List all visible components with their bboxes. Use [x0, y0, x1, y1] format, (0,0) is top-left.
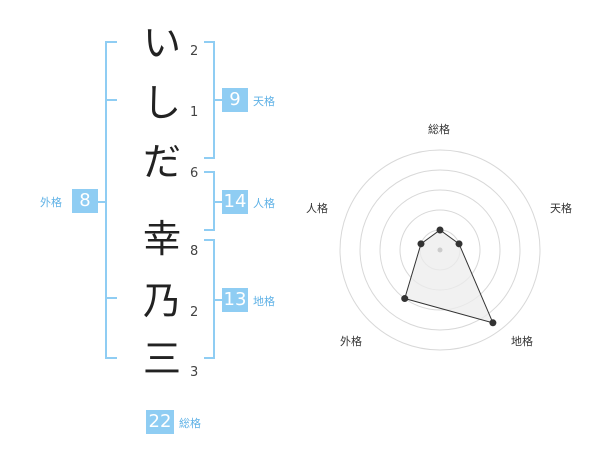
name-char-3: だ — [143, 140, 182, 184]
gaikaku-label: 外格 — [40, 196, 62, 209]
tenkaku-value-badge: 9 — [222, 88, 248, 112]
stroke-count-2: 1 — [190, 105, 199, 120]
gaikaku-bracket — [105, 41, 117, 359]
radar-axis-label-jinkaku: 人格 — [306, 202, 328, 215]
stroke-count-1: 2 — [190, 44, 199, 59]
gaikaku-value-badge: 8 — [72, 189, 98, 213]
chikaku-label: 地格 — [253, 295, 275, 308]
radar-axis-label-soukaku: 総格 — [428, 123, 450, 136]
radar-point-3 — [489, 319, 497, 327]
radar-data-polygon — [404, 229, 494, 324]
jinkaku-value-badge: 14 — [222, 190, 248, 214]
name-char-2: し — [143, 81, 182, 125]
stroke-count-3: 6 — [190, 166, 199, 181]
stroke-count-6: 3 — [190, 365, 199, 380]
name-char-4: 幸 — [143, 217, 182, 261]
soukaku-label: 総格 — [179, 417, 201, 430]
name-char-6: 三 — [143, 337, 182, 381]
radar-axis-label-chikaku: 地格 — [511, 335, 533, 348]
radar-point-1 — [436, 226, 444, 234]
stroke-count-5: 2 — [190, 305, 199, 320]
radar-grid-ring — [359, 169, 521, 331]
chikaku-value-badge: 13 — [222, 288, 248, 312]
radar-axis-label-tenkaku: 天格 — [550, 202, 572, 215]
soukaku-value-badge: 22 — [146, 410, 174, 434]
tenkaku-label: 天格 — [253, 95, 275, 108]
radar-point-4 — [401, 295, 409, 303]
radar-grid-ring — [339, 149, 541, 351]
jinkaku-label: 人格 — [253, 197, 275, 210]
stroke-count-4: 8 — [190, 244, 199, 259]
radar-point-2 — [455, 240, 463, 248]
radar-axis-label-gaikaku: 外格 — [340, 335, 362, 348]
radar-grid-ring — [379, 189, 501, 311]
radar-point-5 — [417, 240, 425, 248]
name-char-1: い — [143, 21, 182, 65]
name-char-5: 乃 — [143, 279, 182, 323]
radar-center-point — [437, 247, 443, 253]
